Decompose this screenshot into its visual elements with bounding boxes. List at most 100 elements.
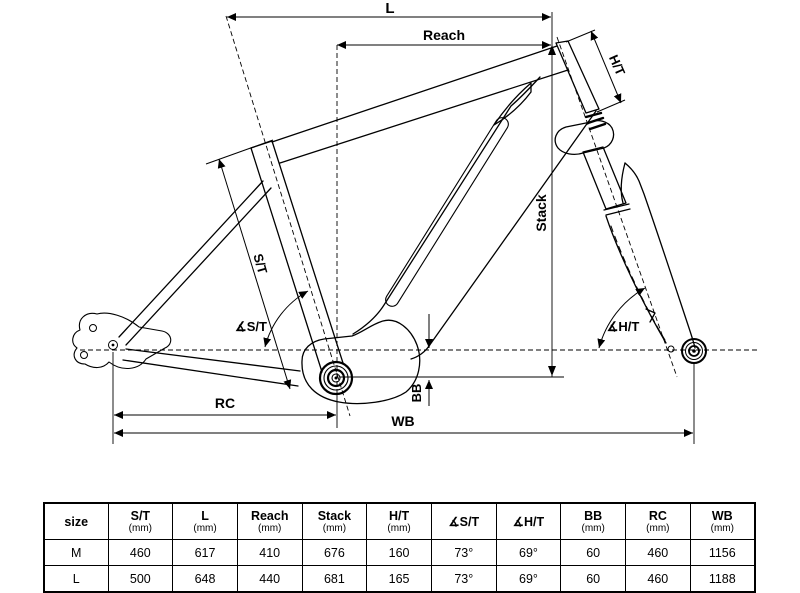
- col-unit: (mm): [646, 523, 670, 534]
- bottom-bracket-hub: [318, 360, 354, 396]
- col-header-st: S/T(mm): [107, 502, 174, 540]
- stack-arrow-bottom: [548, 366, 556, 376]
- cell-value: 69°: [495, 539, 562, 566]
- table-header-row: size S/T(mm) L(mm) Reach(mm) Stack(mm) H…: [43, 502, 756, 540]
- dimensions: [114, 13, 693, 437]
- col-label: ∡H/T: [512, 514, 545, 529]
- cell-value: 676: [301, 539, 368, 566]
- col-label: H/T: [389, 509, 410, 523]
- fork-stanchion: [582, 146, 627, 210]
- fork-brace-rear: [620, 162, 626, 204]
- dimension-labels: L Reach H/T Stack S/T ∡S/T ∡H/T BB RC WB: [215, 0, 639, 429]
- col-label: ∡S/T: [448, 514, 480, 529]
- dim-head-tube: [590, 30, 622, 104]
- battery-cover: [385, 117, 509, 307]
- cell-value: 410: [236, 539, 303, 566]
- cell-value: 440: [236, 565, 303, 593]
- table-row-size-l: L 500 648 440 681 165 73° 69° 60 460 118…: [43, 565, 756, 593]
- dim-head-angle-arc: [597, 287, 646, 349]
- col-unit: (mm): [581, 523, 605, 534]
- col-header-bb: BB(mm): [560, 502, 626, 540]
- col-label: WB: [711, 509, 733, 523]
- head-tube: [555, 40, 600, 114]
- cell-value: 69°: [495, 565, 562, 593]
- dim-seat-angle-arc: [263, 290, 309, 348]
- label-stack: Stack: [533, 194, 549, 232]
- frame-drawing: [72, 40, 707, 405]
- cell-value: 500: [107, 565, 174, 593]
- cell-value: 617: [172, 539, 238, 566]
- col-header-l: L(mm): [172, 502, 238, 540]
- cell-value: 165: [366, 565, 432, 593]
- col-header-stack: Stack(mm): [301, 502, 368, 540]
- col-label: RC: [648, 509, 667, 523]
- bike-geometry-diagram: L Reach H/T Stack S/T ∡S/T ∡H/T BB RC WB: [72, 0, 757, 444]
- fork-cuff-1: [603, 203, 630, 211]
- col-header-size: size: [43, 502, 109, 540]
- col-label: Stack: [317, 509, 352, 523]
- col-label: S/T: [130, 509, 151, 523]
- cell-value: 60: [560, 565, 626, 593]
- label-top-tube: L: [385, 0, 394, 17]
- cell-value: 681: [301, 565, 368, 593]
- col-label: size: [64, 514, 89, 529]
- fender-tab: [645, 308, 656, 323]
- fork-leg-front: [624, 162, 696, 349]
- col-header-ht: H/T(mm): [366, 502, 432, 540]
- cell-value: 1156: [689, 539, 756, 566]
- col-header-st-angle: ∡S/T: [430, 502, 497, 540]
- label-seat-tube-angle: ∡S/T: [235, 319, 267, 334]
- rear-dropout: [72, 312, 172, 369]
- front-hub: [667, 338, 707, 364]
- label-rear-center: RC: [215, 395, 235, 411]
- motor-housing: [301, 319, 421, 405]
- cell-value: 1188: [689, 565, 756, 593]
- chain-stay-lower: [122, 359, 299, 387]
- cell-value: 648: [172, 565, 238, 593]
- label-seat-tube: S/T: [250, 252, 270, 276]
- cell-size: L: [43, 565, 109, 593]
- col-unit: (mm): [128, 523, 152, 534]
- cell-value: 73°: [430, 565, 497, 593]
- cell-value: 160: [366, 539, 432, 566]
- col-header-ht-angle: ∡H/T: [495, 502, 562, 540]
- stack-arrow-top: [548, 45, 556, 55]
- col-unit: (mm): [387, 523, 411, 534]
- dim-head-tube-ext-top: [565, 29, 596, 43]
- cell-value: 460: [107, 539, 174, 566]
- label-reach: Reach: [423, 27, 465, 43]
- fork-cuff-2: [605, 208, 631, 216]
- cell-value: 60: [560, 539, 626, 566]
- dim-head-tube-ext-bottom: [596, 99, 626, 113]
- down-tube-lower: [410, 110, 597, 360]
- col-header-rc: RC(mm): [625, 502, 691, 540]
- col-unit: (mm): [322, 523, 347, 534]
- chain-stay-upper: [125, 348, 301, 372]
- dim-seat-tube-ext: [205, 139, 274, 165]
- down-tube-upper: [352, 76, 541, 335]
- dim-seat-tube: [217, 158, 292, 390]
- fork-leg-hatch: [610, 225, 666, 341]
- cell-value: 460: [625, 539, 691, 566]
- geometry-table: size S/T(mm) L(mm) Reach(mm) Stack(mm) H…: [43, 502, 756, 593]
- col-label: BB: [584, 509, 603, 523]
- fork-crown: [554, 120, 615, 155]
- col-header-reach: Reach(mm): [236, 502, 303, 540]
- label-wheelbase: WB: [391, 413, 414, 429]
- col-unit: (mm): [710, 523, 734, 534]
- col-unit: (mm): [193, 523, 217, 534]
- cell-size: M: [43, 539, 109, 566]
- cell-value: 460: [625, 565, 691, 593]
- seat-stay-upper: [118, 180, 264, 338]
- cell-value: 73°: [430, 539, 497, 566]
- col-label: Reach: [250, 509, 289, 523]
- top-tube-lower: [279, 69, 569, 164]
- top-tube-upper: [271, 45, 558, 143]
- col-header-wb: WB(mm): [689, 502, 756, 540]
- table-row-size-m: M 460 617 410 676 160 73° 69° 60 460 115…: [43, 539, 756, 566]
- col-label: L: [201, 509, 209, 523]
- label-bb-drop: BB: [409, 384, 424, 403]
- seat-tube-right: [271, 140, 344, 364]
- label-head-tube-angle: ∡H/T: [607, 319, 640, 334]
